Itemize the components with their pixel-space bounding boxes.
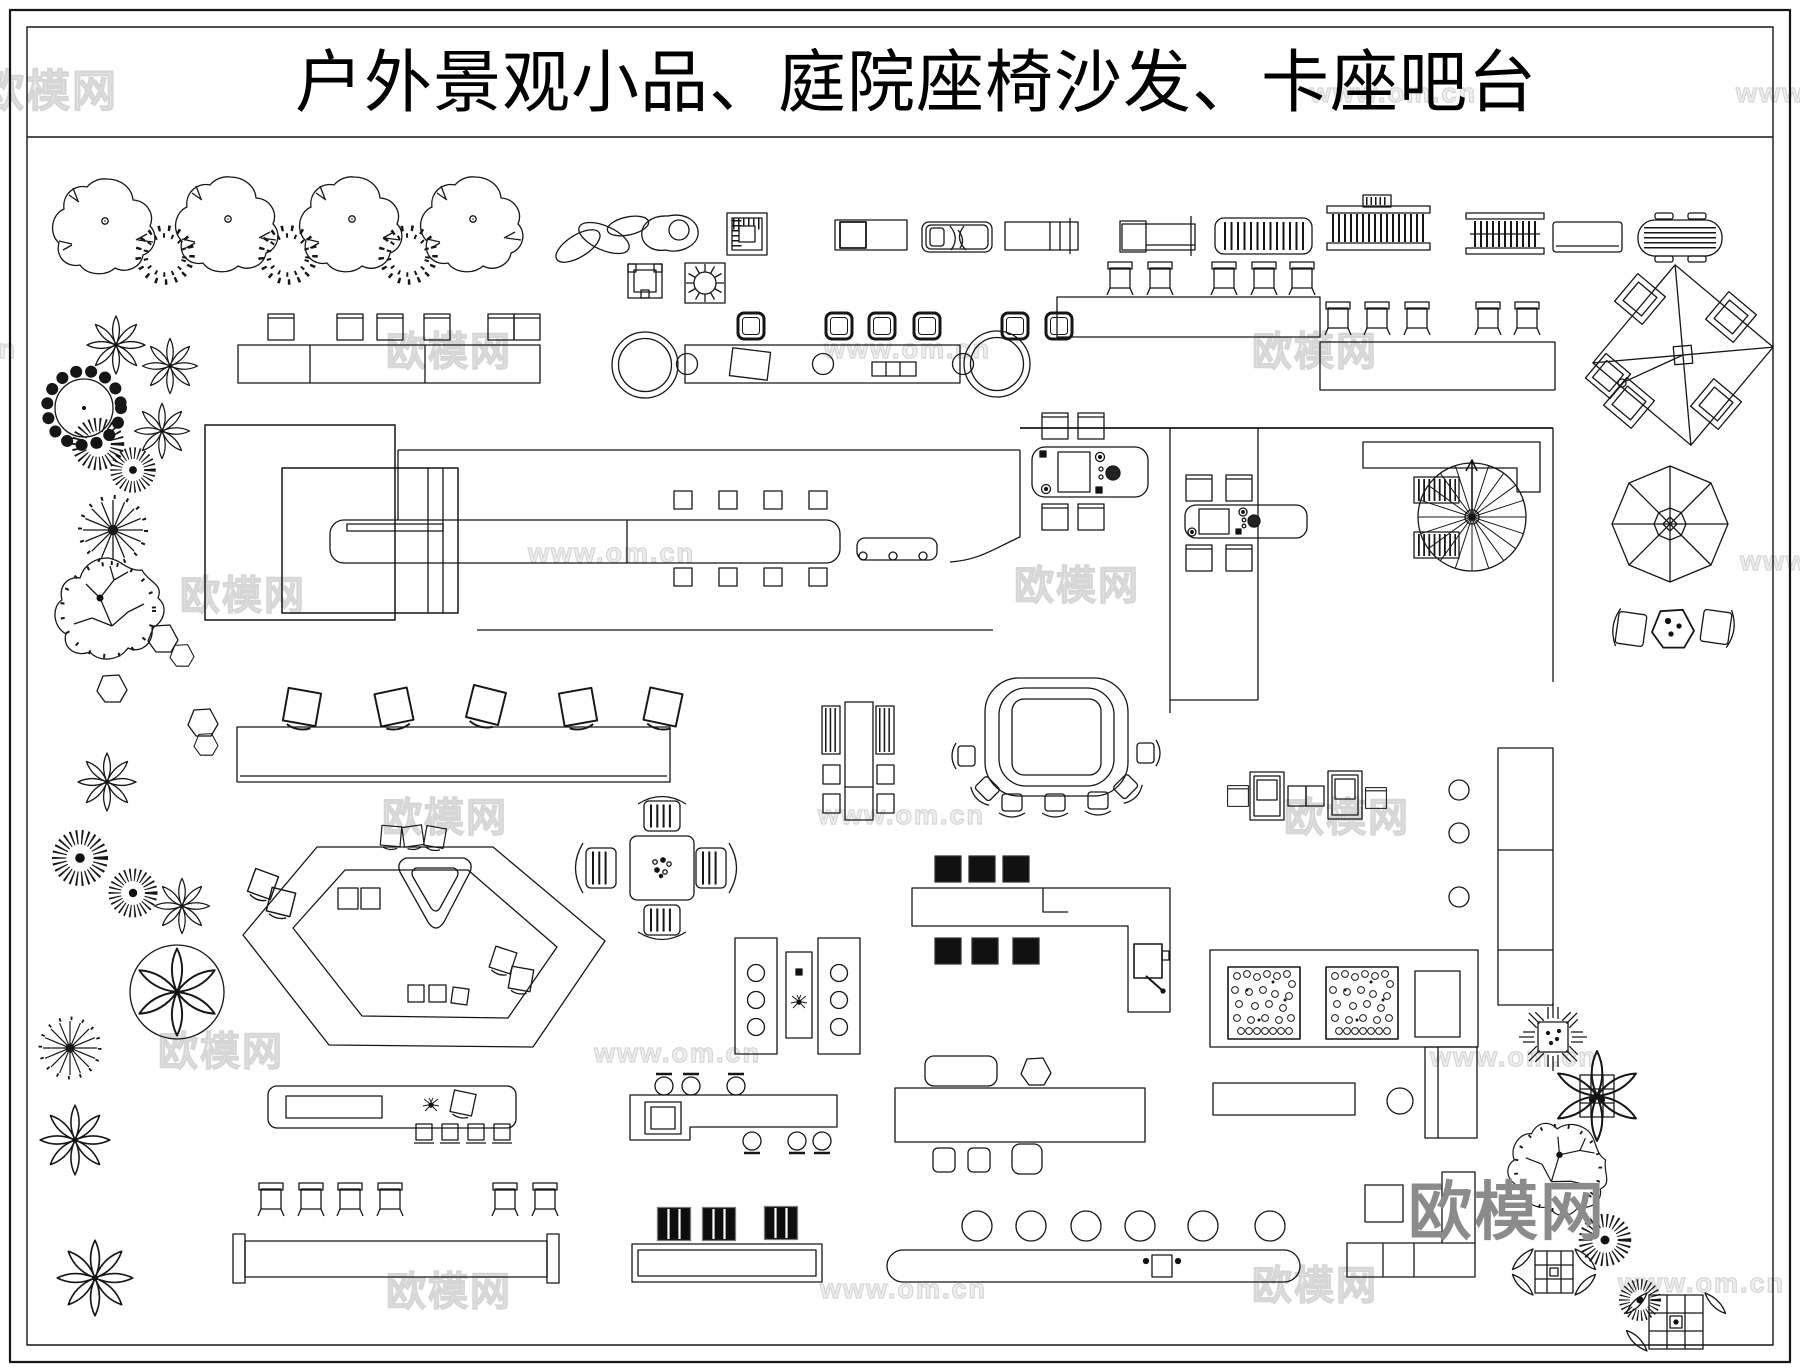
right-bar-column bbox=[1212, 747, 1554, 1139]
watermark-text: www.om.cn bbox=[593, 1038, 762, 1068]
watermark-text: www.om.cn bbox=[1309, 78, 1478, 108]
lounger-lines bbox=[1004, 218, 1079, 254]
reception-desk-left bbox=[267, 1085, 517, 1144]
watermark-text: www.om.cn bbox=[1617, 1268, 1786, 1298]
corner-parquet-planter bbox=[1623, 1289, 1729, 1355]
outdoor-chair-trio bbox=[1609, 605, 1738, 651]
double-frame-bench bbox=[631, 1243, 823, 1283]
round-table-pair-and-bar bbox=[611, 311, 1074, 399]
bar-with-round-stools-bottom bbox=[886, 1055, 1301, 1283]
central-bar-counter bbox=[329, 449, 1021, 631]
lounger-headrest bbox=[1119, 216, 1196, 256]
square-planter bbox=[627, 263, 663, 299]
watermark-text: 欧模网 bbox=[0, 67, 118, 116]
parquet-paver bbox=[726, 212, 768, 256]
planter-stool-row bbox=[1227, 770, 1387, 821]
cross-table-with-chairs bbox=[574, 795, 738, 941]
patio-umbrella-square-set bbox=[1584, 264, 1774, 446]
thin-bench-bottom-left bbox=[232, 1233, 560, 1284]
watermark-text: 欧模网 bbox=[157, 1030, 284, 1074]
bench-slatted-rails bbox=[1465, 212, 1545, 255]
l-shaped-bar-counter bbox=[911, 855, 1171, 1013]
stepped-bench-right bbox=[1056, 261, 1556, 391]
lounger-slatted bbox=[1214, 217, 1313, 255]
watermark-text: www.om.cn bbox=[819, 1274, 988, 1304]
sheet-border bbox=[8, 8, 1792, 1364]
bench-with-stools-left bbox=[237, 313, 541, 384]
table-set-b bbox=[1184, 474, 1308, 572]
pergola-pavilion bbox=[204, 424, 459, 621]
watermark-text: 欧模网 bbox=[1251, 330, 1378, 374]
left-plant-column bbox=[38, 316, 224, 1316]
l-shaped-sofa-bottom-right bbox=[1346, 1171, 1476, 1278]
leaf-cluster bbox=[555, 215, 650, 263]
lounger-oval-slatted bbox=[1637, 212, 1723, 263]
watermark-text: 欧模网 bbox=[1283, 796, 1410, 840]
stepped-bar-bottom bbox=[629, 1072, 838, 1155]
stool-row-bottom-left bbox=[257, 1182, 559, 1217]
radiating-planter bbox=[1518, 1002, 1588, 1072]
table-set-a bbox=[1031, 412, 1149, 531]
watermark-text: 欧模网 bbox=[385, 330, 512, 374]
bench-slatted-backrest bbox=[1326, 194, 1431, 251]
watermark-text: 欧模网 bbox=[1251, 1264, 1378, 1308]
double-bench-table-set bbox=[821, 701, 895, 821]
pebble-planter-boxes bbox=[1209, 949, 1479, 1048]
spiral-staircase bbox=[1413, 459, 1527, 572]
watermark-text: www.om.cn bbox=[823, 334, 992, 364]
lounger-plain bbox=[834, 219, 908, 251]
slatted-cube-stools bbox=[656, 1205, 799, 1242]
watermark-text: 欧模网 bbox=[1013, 564, 1140, 608]
watermark-text: 欧模网 bbox=[385, 1270, 512, 1314]
bench-pair-with-round-seats bbox=[734, 937, 861, 1055]
sheet-title: 户外景观小品、庭院座椅沙发、卡座吧台 bbox=[295, 45, 1538, 121]
bench-plain bbox=[1552, 221, 1623, 253]
lounger-row bbox=[834, 194, 1723, 263]
hexagonal-sofa-set bbox=[242, 824, 606, 1048]
bench-with-tilted-stools bbox=[236, 684, 684, 783]
rounded-conference-table-set bbox=[951, 677, 1161, 818]
plant-row-top-left bbox=[51, 176, 524, 282]
parquet-petal-planter bbox=[1509, 1245, 1599, 1299]
egg-stone bbox=[641, 214, 699, 252]
sunburst-paver bbox=[684, 262, 726, 304]
stone-leaf-ornaments bbox=[555, 212, 768, 304]
tree-cluster-bottom-right bbox=[1489, 1002, 1729, 1355]
octagon-umbrella bbox=[1611, 465, 1729, 583]
flower-parquet-planter bbox=[1554, 1050, 1640, 1142]
brand-watermark-large: 欧模网 bbox=[1408, 1176, 1606, 1248]
lounger-with-cushion bbox=[921, 221, 993, 253]
watermark-text: 欧模网 bbox=[179, 574, 306, 618]
dining-room-layout bbox=[1020, 412, 1554, 713]
watermark-text: www.om.cn bbox=[0, 334, 18, 364]
